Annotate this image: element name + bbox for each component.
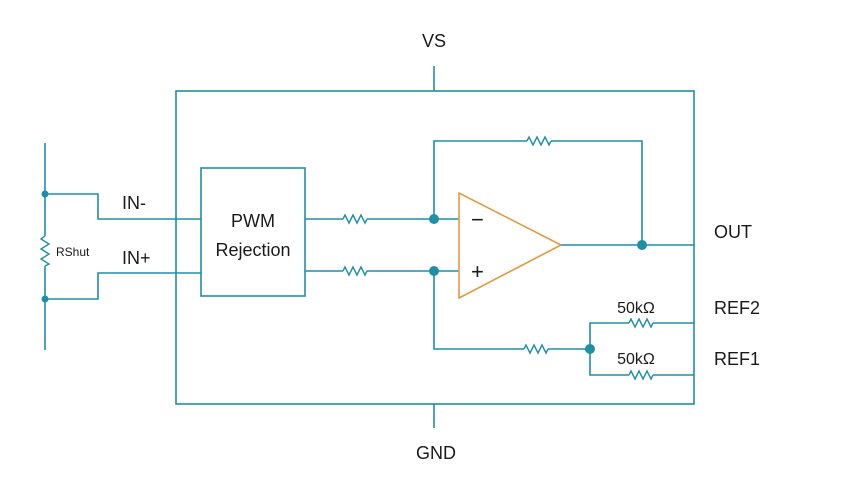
pwm-rejection-block [200, 167, 306, 297]
op-amp-minus-sign: − [471, 207, 484, 232]
ref1-label: REF1 [714, 349, 760, 369]
ref2-resistor [628, 317, 654, 329]
op-amp-plus-sign: + [471, 259, 484, 284]
device-package-outline [175, 90, 695, 405]
out-label: OUT [714, 222, 752, 242]
ref-input-resistor [523, 343, 549, 355]
ref1-wire-left [589, 349, 629, 376]
junction-noninverting [429, 266, 439, 276]
pwm-block-label-line2: Rejection [215, 240, 290, 260]
junction-output [637, 240, 647, 250]
junction-reference [585, 344, 595, 354]
pwm-block-label-line1: PWM [231, 211, 275, 231]
in-minus-label: IN- [122, 193, 146, 213]
feedback-wire-left [433, 140, 527, 219]
gnd-label: GND [416, 443, 456, 463]
ref2-wire-left [589, 322, 629, 349]
op-amp [458, 191, 563, 300]
shunt-resistor [39, 235, 51, 267]
lower-input-resistor [342, 265, 368, 277]
ref2-resistor-label: 50kΩ [617, 300, 655, 317]
ref2-label: REF2 [714, 298, 760, 318]
junction-inverting [429, 214, 439, 224]
feedback-wire-right [551, 140, 643, 245]
rshunt-label: RShut [56, 245, 90, 259]
in-minus-wire [45, 193, 201, 220]
feedback-resistor [526, 135, 552, 147]
ref-path-wire [433, 271, 524, 350]
in-plus-label: IN+ [122, 248, 151, 268]
vs-label: VS [422, 31, 446, 51]
upper-input-resistor [342, 213, 368, 225]
ref1-resistor [628, 369, 654, 381]
ref1-resistor-label: 50kΩ [617, 351, 655, 368]
in-plus-wire [45, 272, 201, 300]
